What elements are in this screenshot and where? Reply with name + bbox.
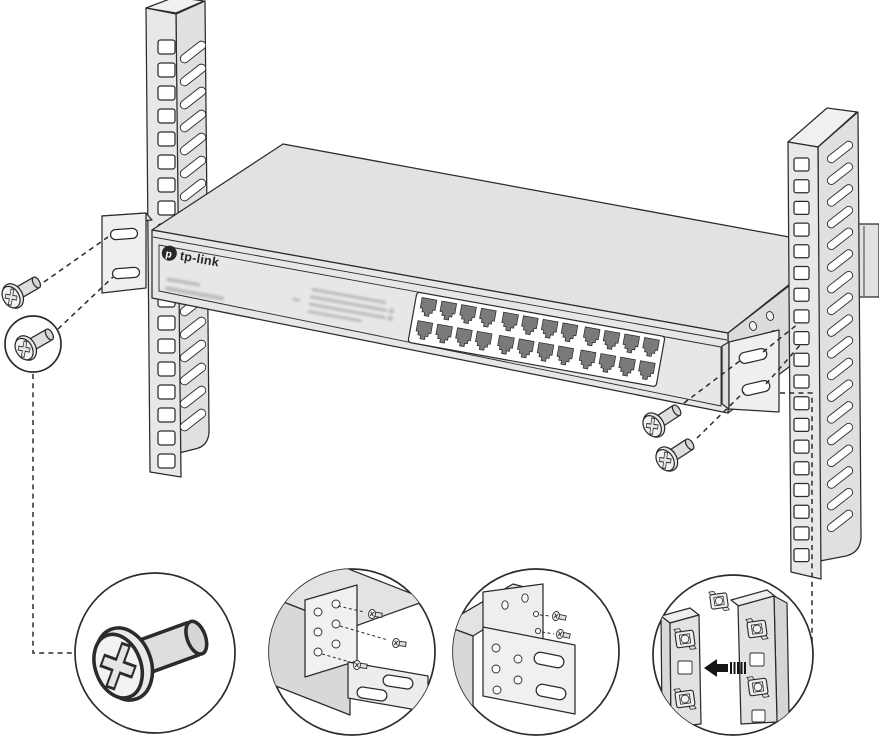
rail-side-slot xyxy=(826,314,854,337)
bracket-holes xyxy=(313,599,341,657)
detail-bracket-attach xyxy=(268,568,436,736)
rail-side-slot xyxy=(179,132,207,156)
rail-side-slot xyxy=(826,162,854,185)
detail-cage-nut-insertion xyxy=(652,574,814,736)
rail-side-slot xyxy=(826,444,854,468)
rail-square-hole xyxy=(157,384,176,400)
rail-side-slot xyxy=(826,379,854,402)
rail-side-slot xyxy=(179,316,207,340)
rail-square-hole xyxy=(793,417,810,433)
right-rail-square-holes xyxy=(793,157,810,563)
right-mounting-bracket xyxy=(721,329,780,413)
rail-square-hole xyxy=(157,39,176,55)
rail-side-slot xyxy=(826,466,854,489)
rail-square-hole xyxy=(793,461,810,476)
rail-side-slot xyxy=(826,357,854,381)
rail-side-slot xyxy=(179,109,207,133)
rail-side-slot xyxy=(826,205,854,229)
rail-square-hole xyxy=(157,131,176,147)
rail-side-slot xyxy=(826,140,854,164)
rail-square-hole xyxy=(793,222,810,237)
rear-flange-plate xyxy=(856,223,879,298)
right-bracket-plate xyxy=(728,329,780,413)
rail-square-hole xyxy=(157,62,176,78)
front-bezel-line xyxy=(152,236,728,341)
rail-square-hole xyxy=(157,108,176,124)
rail-square-hole xyxy=(793,157,810,172)
rail-side-slot xyxy=(826,509,854,533)
rail-square-hole xyxy=(157,338,176,354)
tp-link-logo-icon xyxy=(161,245,177,261)
rail-square-hole xyxy=(157,177,176,193)
rail-square-hole xyxy=(793,265,810,281)
brand-text: tp-link xyxy=(179,249,220,270)
rail-square-hole xyxy=(157,430,176,446)
rail-square-hole xyxy=(157,200,176,216)
rail-square-hole xyxy=(793,330,810,346)
rail-side-slot xyxy=(179,362,207,386)
right-bracket-bend xyxy=(721,341,730,410)
rail-square-hole xyxy=(793,374,810,389)
right-bracket-slot-1 xyxy=(738,347,768,365)
rail-side-slot xyxy=(179,63,207,87)
rail-square-hole xyxy=(793,482,810,498)
rail-square-hole xyxy=(793,309,810,324)
rail-square-hole xyxy=(793,352,810,367)
right-rail-side-slots xyxy=(826,140,854,533)
rack-screw-4 xyxy=(649,431,701,477)
rail-side-slot xyxy=(179,408,207,432)
rail-side-slot xyxy=(179,155,207,179)
rail-side-slot xyxy=(179,385,207,409)
rail-square-hole xyxy=(793,396,810,411)
rail-square-hole xyxy=(157,315,176,331)
rail-square-hole xyxy=(157,85,176,101)
alignment-dashed-lines xyxy=(32,236,813,654)
rail-side-slot xyxy=(826,292,854,316)
arrow-left-icon xyxy=(704,659,746,677)
rail-square-hole xyxy=(793,547,810,563)
rail-square-hole xyxy=(793,287,810,302)
rail-square-hole xyxy=(793,179,810,194)
rail-side-slot xyxy=(826,401,854,424)
rail-square-hole xyxy=(157,154,176,170)
right-bracket-slot-2 xyxy=(741,379,771,397)
left-bracket-slot-1 xyxy=(109,227,139,241)
left-bracket-plate xyxy=(101,212,147,294)
rail-side-slot xyxy=(179,339,207,363)
rail-side-slot xyxy=(179,40,207,64)
left-mounting-bracket xyxy=(101,212,153,294)
rail-square-hole xyxy=(793,200,810,216)
left-bracket-slot-2 xyxy=(111,266,141,280)
rail-square-hole xyxy=(793,504,810,519)
rail-side-slot xyxy=(826,227,854,251)
detail-screw-closeup xyxy=(74,572,236,734)
rail-side-slot xyxy=(826,487,854,511)
rail-side-slot xyxy=(826,336,854,359)
logo-glyph: p xyxy=(165,248,173,261)
rail-square-hole xyxy=(157,453,176,469)
model-text-blurred xyxy=(164,277,225,301)
right-rack-rail xyxy=(787,107,862,580)
rail-square-hole xyxy=(793,439,810,454)
panel-legend-blurred xyxy=(292,287,395,323)
rail-square-hole xyxy=(793,526,810,541)
rail-square-hole xyxy=(793,244,810,259)
rack-screw-3 xyxy=(636,397,688,443)
detail-bracket-side xyxy=(452,568,620,736)
rail-side-slot xyxy=(826,422,854,446)
rail-side-slot xyxy=(179,178,207,202)
rail-square-hole xyxy=(157,361,176,377)
rail-side-slot xyxy=(826,270,854,294)
rail-side-slot xyxy=(179,86,207,110)
rail-square-hole xyxy=(157,407,176,423)
rack-screw-1 xyxy=(0,269,47,314)
port-panel xyxy=(407,291,666,387)
rail-side-slot xyxy=(826,184,854,207)
rail-side-slot xyxy=(826,249,854,272)
flange-holes xyxy=(491,643,523,695)
brand-logo: p tp-link xyxy=(161,245,220,270)
